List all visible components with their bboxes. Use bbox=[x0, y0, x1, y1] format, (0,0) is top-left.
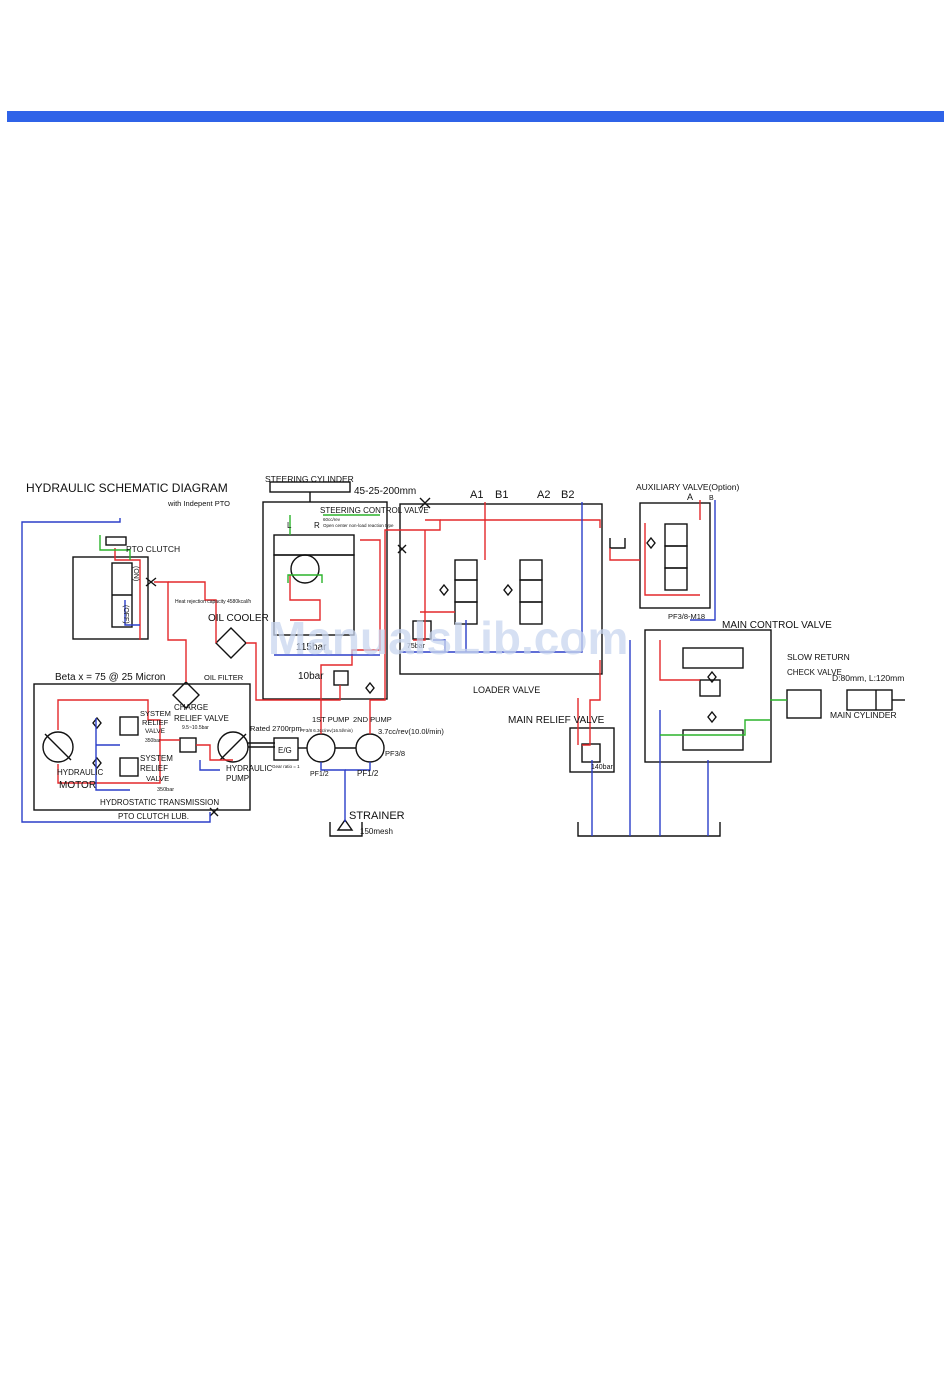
label-pump1: 1ST PUMP bbox=[312, 715, 349, 724]
label-pump2-flow: 3.7cc/rev(10.0l/min) bbox=[378, 727, 444, 736]
top-blue-bar bbox=[7, 111, 944, 122]
label-aux-valve: AUXILIARY VALVE(Option) bbox=[636, 482, 739, 492]
pilot-lines bbox=[99, 514, 787, 736]
label-gear-ratio: Gear ratio = 1 bbox=[272, 764, 300, 769]
label-beta: Beta x = 75 @ 25 Micron bbox=[55, 672, 165, 683]
label-pump2-port: PF3/8 bbox=[385, 749, 405, 758]
label-system-relief-2a: SYSTEM bbox=[140, 754, 173, 763]
label-system-relief-2c: VALVE bbox=[146, 774, 169, 783]
label-steering-cylinder: STEERING CYLINDER bbox=[265, 474, 354, 484]
label-main-cylinder: MAIN CYLINDER bbox=[830, 710, 897, 720]
label-hydrostatic-transmission: HYDROSTATIC TRANSMISSION bbox=[100, 798, 219, 807]
label-charge-relief-b: RELIEF VALVE bbox=[174, 714, 229, 723]
label-aux-port: PF3/8-M18 bbox=[668, 612, 705, 621]
label-charge-relief-a: CHARGE bbox=[174, 703, 208, 712]
label-steering-relief: 115bar bbox=[296, 642, 327, 653]
label-pump2-suction: PF1/2 bbox=[357, 769, 379, 778]
label-loader-A2: A2 bbox=[537, 489, 550, 501]
label-loader-A1: A1 bbox=[470, 489, 483, 501]
label-system-relief-1-bar: 350bar bbox=[145, 738, 161, 744]
label-cylinder-size: D:80mm, L:120mm bbox=[832, 673, 904, 683]
label-hydraulic-motor-a: HYDRAULIC bbox=[57, 768, 103, 777]
label-loader-B2: B2 bbox=[561, 489, 574, 501]
return-lines bbox=[21, 500, 716, 836]
label-system-relief-1c: VALVE bbox=[145, 728, 166, 735]
label-charge-relief-bar: 9.5~10.5bar bbox=[182, 725, 209, 731]
label-steering-L: L bbox=[287, 521, 292, 530]
label-hydraulic-pump-b: PUMP bbox=[226, 774, 249, 783]
label-steering-note1: 60cc/rev bbox=[323, 517, 341, 522]
label-main-relief-valve: MAIN RELIEF VALVE bbox=[508, 715, 605, 726]
diagram-subtitle: with Indepent PTO bbox=[167, 499, 230, 508]
label-priority-relief: 10bar bbox=[298, 671, 324, 682]
label-main-relief-bar: 140bar bbox=[591, 764, 613, 771]
label-strainer-mesh: 150mesh bbox=[360, 827, 393, 836]
label-system-relief-1b: RELIEF bbox=[142, 718, 169, 727]
label-pto-clutch-lub: PTO CLUTCH LUB. bbox=[118, 812, 189, 821]
label-aux-A: A bbox=[687, 492, 693, 502]
label-system-relief-2-bar: 350bar bbox=[157, 787, 174, 793]
watermark: ManualsLib.com bbox=[268, 612, 628, 664]
label-steering-control-valve: STEERING CONTROL VALVE bbox=[320, 506, 429, 515]
label-pump1-flow: PF3/8 6.3cc/rev(16.5l/min) bbox=[300, 728, 353, 733]
label-steering-note2: Open center non-load reaction type bbox=[323, 523, 394, 528]
label-heat-rejection: Heat rejection capacity 4580kcal/h bbox=[175, 599, 251, 605]
label-pump2: 2ND PUMP bbox=[353, 715, 392, 724]
label-oil-filter: OIL FILTER bbox=[204, 673, 244, 682]
label-strainer: STRAINER bbox=[349, 810, 405, 822]
label-pump1-suction: PF1/2 bbox=[310, 771, 329, 778]
label-loader-valve: LOADER VALVE bbox=[473, 685, 540, 695]
label-oil-cooler: OIL COOLER bbox=[208, 613, 269, 624]
label-loader-relief: 75bar bbox=[407, 643, 426, 650]
label-main-control-valve: MAIN CONTROL VALVE bbox=[722, 620, 832, 631]
label-slow-return-b: CHECK VALVE bbox=[787, 668, 842, 677]
label-hydraulic-motor-b: MOTOR bbox=[59, 780, 96, 791]
label-aux-B: B bbox=[709, 495, 714, 502]
label-steering-R: R bbox=[314, 521, 320, 530]
label-pto-off: (OFF) bbox=[122, 605, 129, 624]
label-system-relief-2b: RELIEF bbox=[140, 764, 168, 773]
label-loader-B1: B1 bbox=[495, 489, 508, 501]
label-rated-rpm: Rated 2700rpm bbox=[250, 724, 302, 733]
pressure-lines bbox=[57, 500, 701, 784]
label-slow-return-a: SLOW RETURN bbox=[787, 652, 850, 662]
label-steering-cylinder-size: 45-25-200mm bbox=[354, 486, 416, 497]
label-engine: E/G bbox=[278, 746, 292, 755]
diagram-title: HYDRAULIC SCHEMATIC DIAGRAM bbox=[26, 481, 228, 495]
component-outlines bbox=[33, 481, 905, 837]
label-pto-clutch: PTO CLUTCH bbox=[126, 544, 180, 554]
label-hydraulic-pump-a: HYDRAULIC bbox=[226, 764, 272, 773]
label-pto-on: (ON) bbox=[132, 566, 139, 581]
label-system-relief-1a: SYSTEM bbox=[140, 709, 171, 718]
